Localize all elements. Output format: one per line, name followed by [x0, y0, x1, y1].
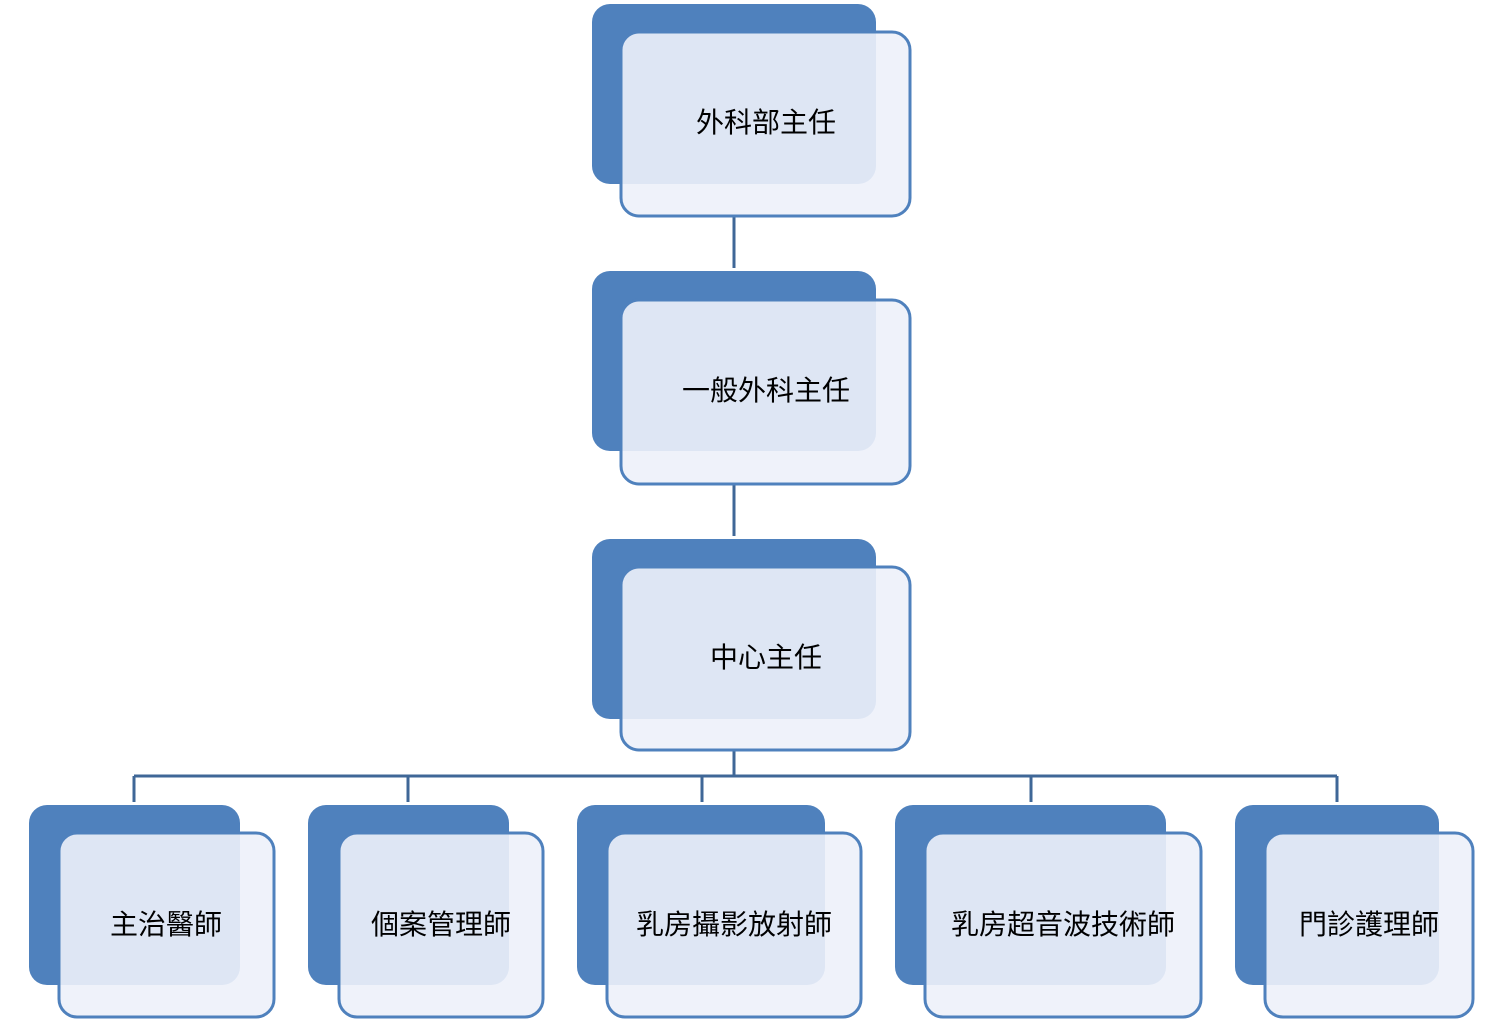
- node-card: [605, 831, 863, 1019]
- node-card: [619, 298, 912, 486]
- node-case-manager: 個案管理師: [308, 805, 545, 1019]
- node-card: [619, 565, 912, 752]
- node-label: 個案管理師: [371, 908, 511, 941]
- node-label: 外科部主任: [696, 106, 836, 139]
- node-card: [57, 831, 276, 1019]
- node-card: [619, 30, 912, 218]
- node-card: [1263, 831, 1475, 1019]
- node-attending-physician: 主治醫師: [29, 805, 276, 1019]
- node-breast-ultrasound-technician: 乳房超音波技術師: [895, 805, 1203, 1019]
- node-center-director: 中心主任: [592, 539, 912, 752]
- node-clinic-nurse: 門診護理師: [1235, 805, 1475, 1019]
- node-surgery-director: 外科部主任: [592, 4, 912, 218]
- connectors: [132, 216, 1339, 802]
- node-general-surgery-director: 一般外科主任: [592, 271, 912, 486]
- node-label: 中心主任: [710, 641, 822, 674]
- node-card: [923, 831, 1203, 1019]
- node-card: [337, 831, 545, 1019]
- node-label: 乳房攝影放射師: [636, 908, 832, 941]
- node-label: 主治醫師: [110, 908, 222, 941]
- node-label: 一般外科主任: [682, 374, 850, 407]
- node-label: 乳房超音波技術師: [951, 908, 1175, 941]
- node-mammography-radiographer: 乳房攝影放射師: [577, 805, 863, 1019]
- node-label: 門診護理師: [1299, 908, 1439, 941]
